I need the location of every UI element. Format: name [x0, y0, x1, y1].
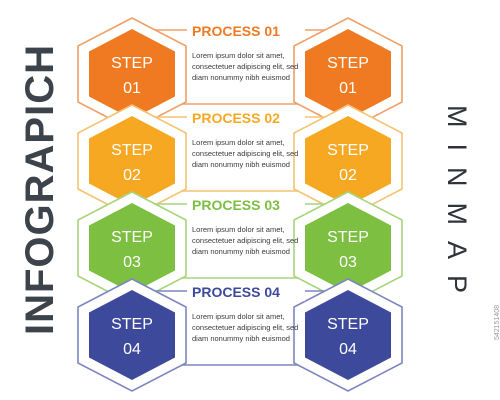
stock-id: 542151408 — [494, 304, 500, 340]
process-title-background — [187, 196, 305, 214]
step-number: 04 — [123, 341, 141, 358]
step-label: STEP — [111, 55, 153, 72]
process-description-line: consectetuer adipiscing elit, sed — [192, 323, 298, 332]
process-title-background — [187, 283, 305, 301]
process-description-line: consectetuer adipiscing elit, sed — [192, 236, 298, 245]
step-label: STEP — [111, 316, 153, 333]
process-title-background — [187, 22, 305, 40]
process-title: PROCESS 04 — [192, 284, 280, 300]
hexagon-left — [89, 290, 175, 380]
hexagon-right — [305, 290, 391, 380]
process-row: STEP 02 STEP 02 PROCESS 02 Lorem ipsum dolor … — [77, 104, 403, 218]
step-label: STEP — [327, 142, 369, 159]
process-row: STEP 01 STEP 01 PROCESS 01 Lorem ipsum dolor … — [77, 17, 403, 131]
process-row: STEP 03 STEP 03 PROCESS 03 Lorem ipsum dolor … — [77, 191, 403, 305]
step-label: STEP — [327, 316, 369, 333]
step-number: 03 — [123, 254, 141, 271]
step-number: 03 — [339, 254, 357, 271]
process-description-line: diam nonummy nibh euismod — [192, 334, 290, 343]
process-description-line: Lorem ipsum dolor sit amet, — [192, 138, 285, 147]
process-title: PROCESS 01 — [192, 23, 280, 39]
infographic-title: INFOGRAPICH — [18, 44, 62, 335]
hexagon-left — [89, 29, 175, 119]
process-description-line: diam nonummy nibh euismod — [192, 160, 290, 169]
process-description-line: consectetuer adipiscing elit, sed — [192, 62, 298, 71]
process-description-line: diam nonummy nibh euismod — [192, 247, 290, 256]
process-description-line: diam nonummy nibh euismod — [192, 73, 290, 82]
hexagon-right — [305, 29, 391, 119]
hexagon-left — [89, 116, 175, 206]
process-description-line: consectetuer adipiscing elit, sed — [192, 149, 298, 158]
process-row: STEP 04 STEP 04 PROCESS 04 Lorem ipsum dolor … — [77, 278, 403, 392]
process-title: PROCESS 03 — [192, 197, 280, 213]
step-number: 04 — [339, 341, 357, 358]
process-title-background — [187, 109, 305, 127]
step-label: STEP — [111, 142, 153, 159]
process-description-line: Lorem ipsum dolor sit amet, — [192, 225, 285, 234]
process-description-line: Lorem ipsum dolor sit amet, — [192, 312, 285, 321]
hexagon-left — [89, 203, 175, 293]
hexagon-right — [305, 116, 391, 206]
step-number: 02 — [123, 167, 141, 184]
process-description-line: Lorem ipsum dolor sit amet, — [192, 51, 285, 60]
step-label: STEP — [327, 229, 369, 246]
minmap-title: MINMAP — [442, 105, 472, 309]
step-label: STEP — [327, 55, 369, 72]
step-label: STEP — [111, 229, 153, 246]
hexagon-right — [305, 203, 391, 293]
step-number: 02 — [339, 167, 357, 184]
step-number: 01 — [339, 80, 357, 97]
step-number: 01 — [123, 80, 141, 97]
process-title: PROCESS 02 — [192, 110, 280, 126]
